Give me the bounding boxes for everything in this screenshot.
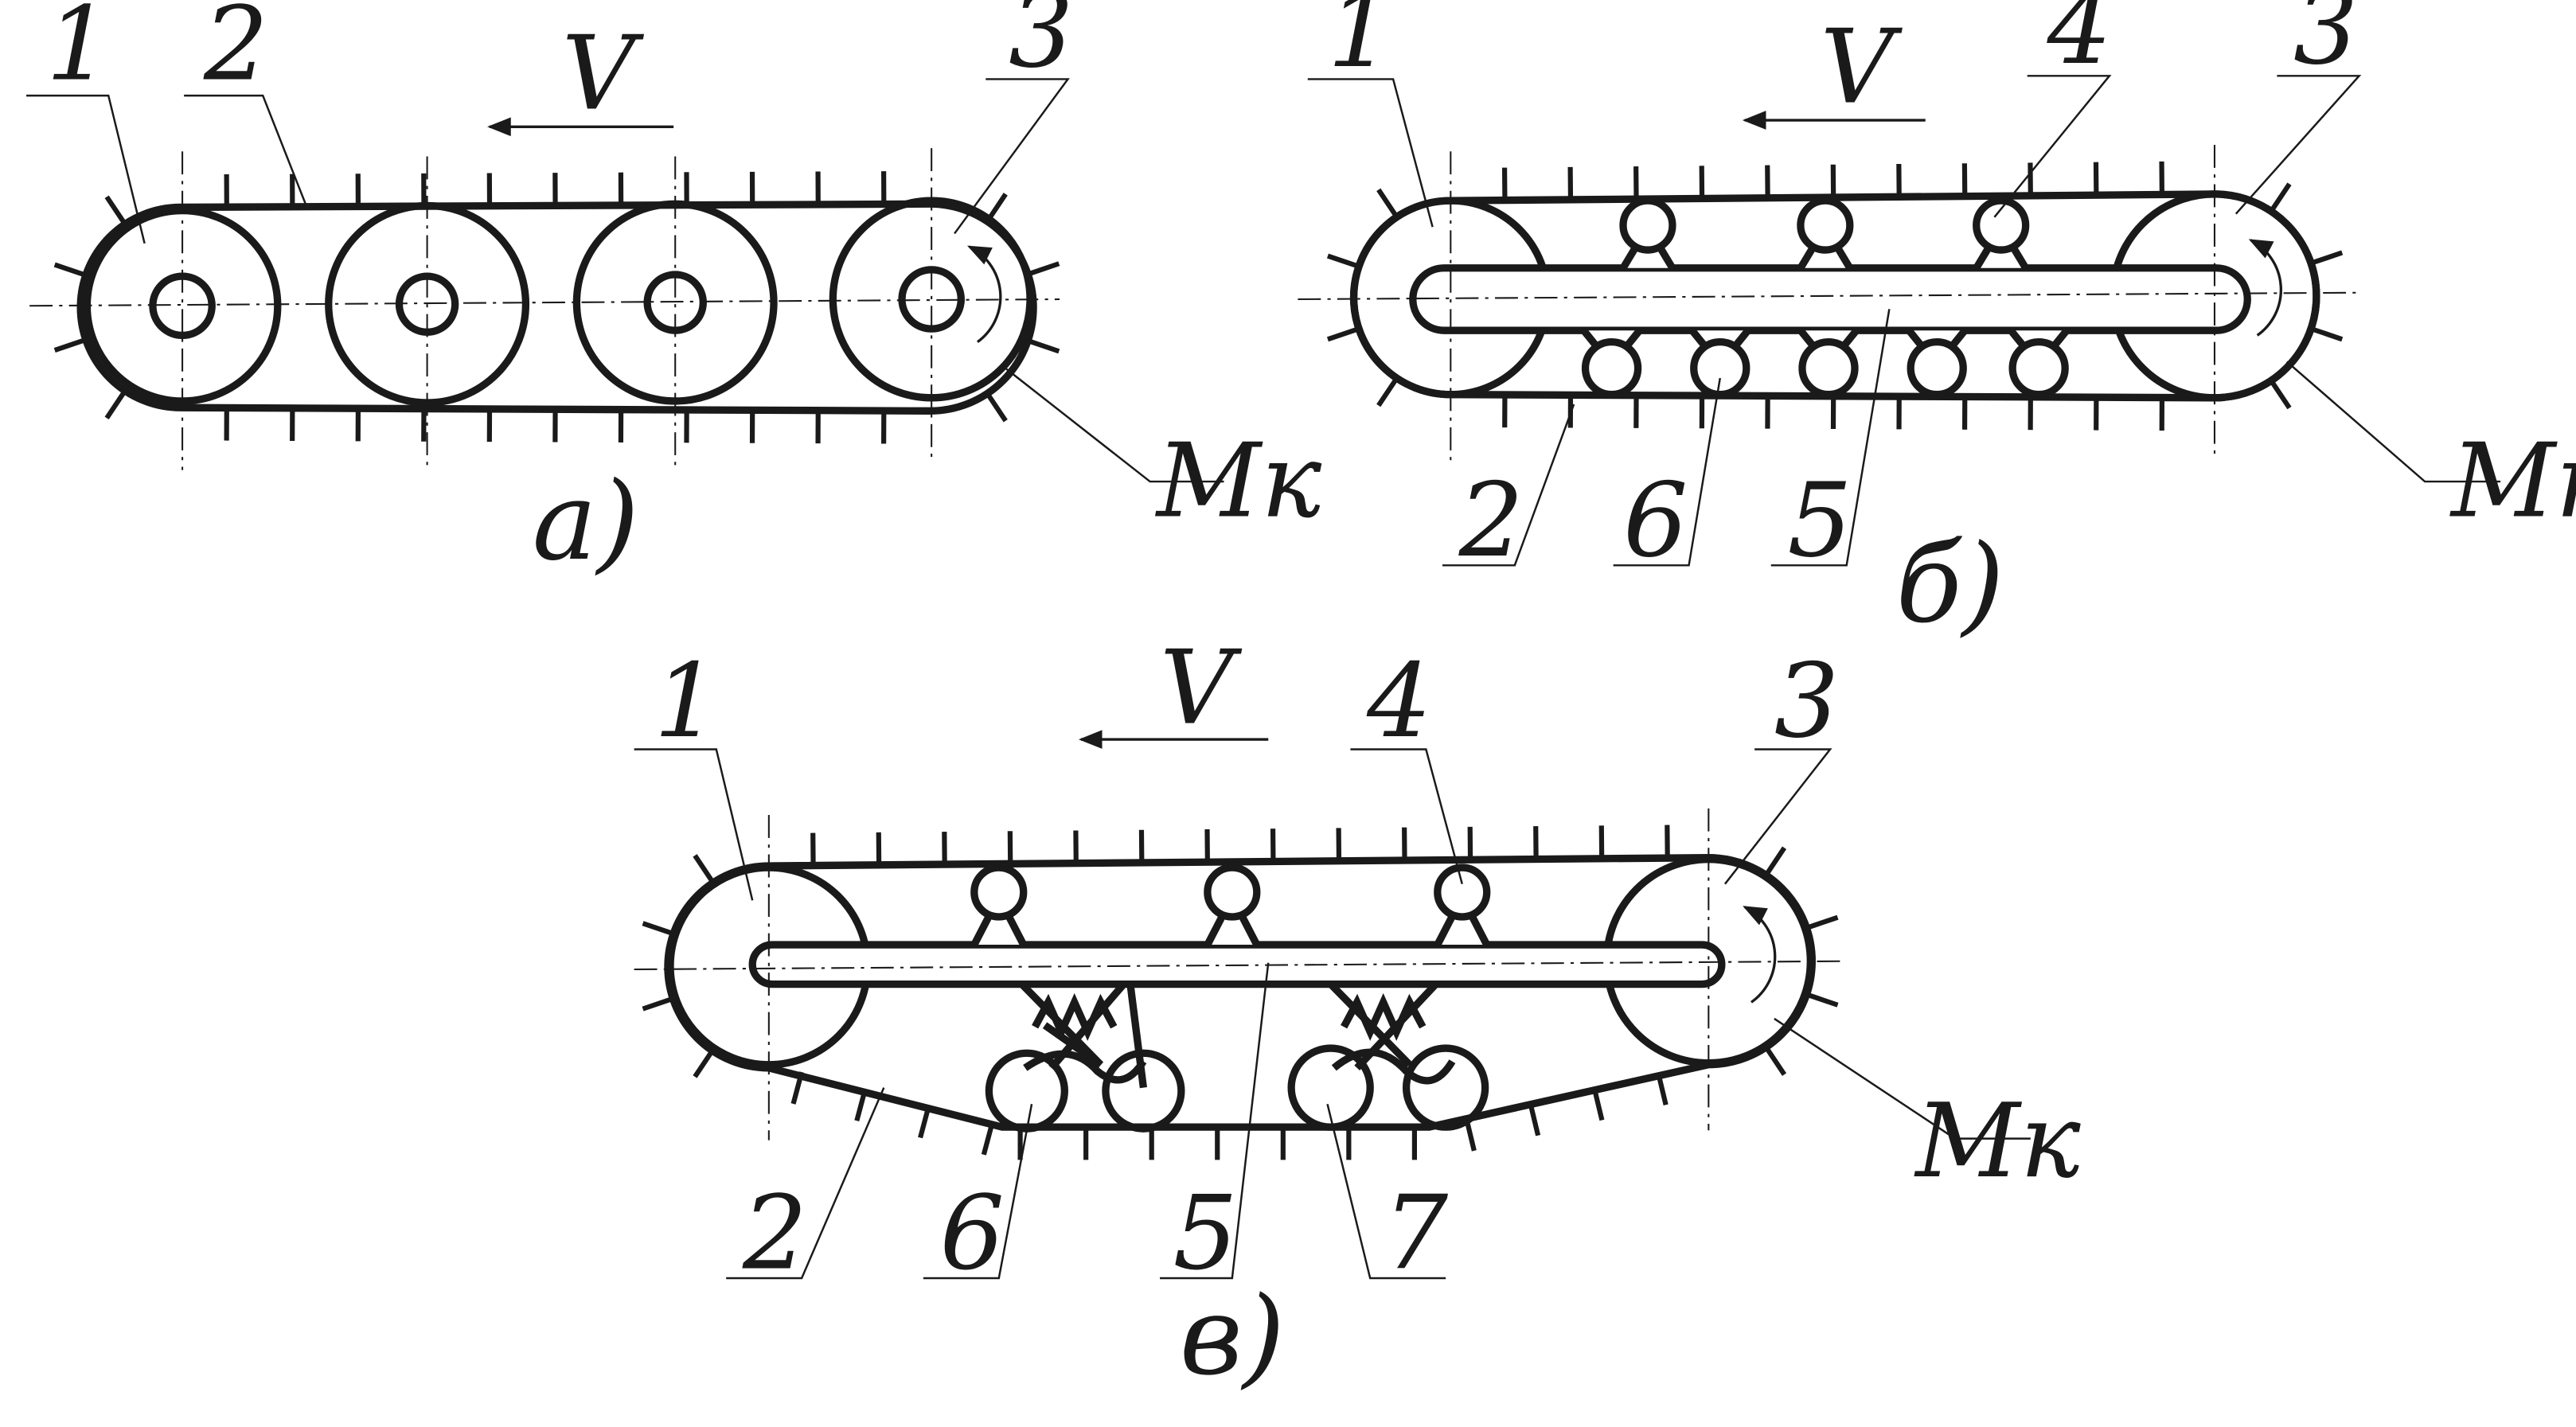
- panel-c-velocity-arrow: V: [1081, 629, 1268, 747]
- panel-b-frame-beam: [1413, 268, 2247, 330]
- panel-a-moment-arc: [970, 247, 1001, 342]
- track-grouser: [2311, 329, 2342, 339]
- track-grouser: [1531, 1104, 1539, 1136]
- panel-a-label-2: 2: [203, 0, 268, 103]
- panel-a-moment-label: Мк: [1155, 422, 1322, 540]
- panel-c-support-rollers: [974, 868, 1487, 945]
- track-grouser: [2271, 184, 2289, 211]
- panel-b-support-rollers: [1623, 201, 2026, 268]
- track-grouser: [1328, 329, 1359, 339]
- panel-c-label-2: 2: [742, 1175, 807, 1293]
- panel-b-moment-arc: [2250, 240, 2281, 336]
- panel-c-bogie-wheels: [989, 1048, 1485, 1129]
- panel-c-frame-beam: [752, 945, 1722, 984]
- track-grouser: [1806, 994, 1837, 1004]
- panel-c-bogie-suspension: [1022, 984, 1453, 1088]
- panel-b-velocity-arrow: V: [1745, 8, 1926, 127]
- panel-a-caption: а): [533, 459, 639, 585]
- track-grouser: [1379, 189, 1397, 216]
- panel-c-label-4: 4: [1366, 642, 1431, 761]
- panel-a-velocity-label: V: [562, 15, 645, 134]
- track-grouser: [1766, 848, 1785, 875]
- panel-c-label-1: 1: [654, 642, 718, 761]
- track-grouser: [55, 340, 86, 350]
- track-grouser: [1028, 341, 1059, 351]
- track-grouser: [2271, 380, 2289, 407]
- panel-b-track-diagram: V 1 4 3 2 6 5 Мк б): [1298, 0, 2576, 647]
- track-grouser: [1806, 918, 1837, 928]
- panel-b-label-2: 2: [1458, 462, 1524, 580]
- panel-b-caption: б): [1896, 521, 2004, 647]
- track-grouser: [1379, 378, 1397, 405]
- panel-b-label-6: 6: [1623, 462, 1688, 580]
- panel-b-moment-label: Мк: [2449, 422, 2576, 540]
- track-grouser: [1766, 1047, 1785, 1074]
- panel-a-track-diagram: V 1 2 3 Мк а): [26, 0, 1322, 585]
- panel-c-label-3: 3: [1774, 642, 1839, 761]
- panel-a-labels: 1 2 3 Мк а): [46, 0, 1322, 585]
- panel-b-label-3: 3: [2293, 0, 2358, 88]
- track-grouser: [643, 923, 674, 934]
- panel-b-label-4: 4: [2046, 0, 2111, 88]
- panel-c-leaders: [634, 749, 2031, 1278]
- panel-b-label-5: 5: [1787, 462, 1852, 580]
- track-grouser: [643, 998, 674, 1008]
- track-grouser: [2311, 252, 2342, 263]
- track-grouser: [695, 856, 713, 883]
- track-grouser: [987, 393, 1005, 420]
- panel-a-velocity-arrow: V: [490, 15, 673, 134]
- panel-c-moment-arc: [1745, 907, 1775, 1003]
- track-grouser: [107, 197, 125, 224]
- panel-c-label-6: 6: [939, 1175, 1004, 1293]
- panel-c-velocity-label: V: [1160, 629, 1243, 747]
- track-grouser: [107, 391, 125, 418]
- panel-c-caption: в): [1180, 1274, 1285, 1400]
- panel-c-track-diagram: V 1 4 3 2 6 5 7 Мк в): [634, 629, 2082, 1399]
- panel-b-label-1: 1: [1328, 0, 1392, 91]
- panel-a-label-1: 1: [46, 0, 111, 103]
- track-grouser: [55, 265, 86, 275]
- track-grouser: [1328, 256, 1359, 267]
- track-grouser: [1028, 263, 1059, 274]
- panel-c-moment-label: Мк: [1914, 1082, 2081, 1201]
- panel-a-track-belt: [80, 204, 1033, 411]
- panel-b-velocity-label: V: [1821, 8, 1903, 127]
- panel-c-label-7: 7: [1384, 1175, 1449, 1293]
- panel-a-leaders: [26, 79, 1224, 482]
- panel-b-road-rollers: [1583, 330, 2067, 394]
- panel-a-label-3: 3: [1009, 0, 1073, 91]
